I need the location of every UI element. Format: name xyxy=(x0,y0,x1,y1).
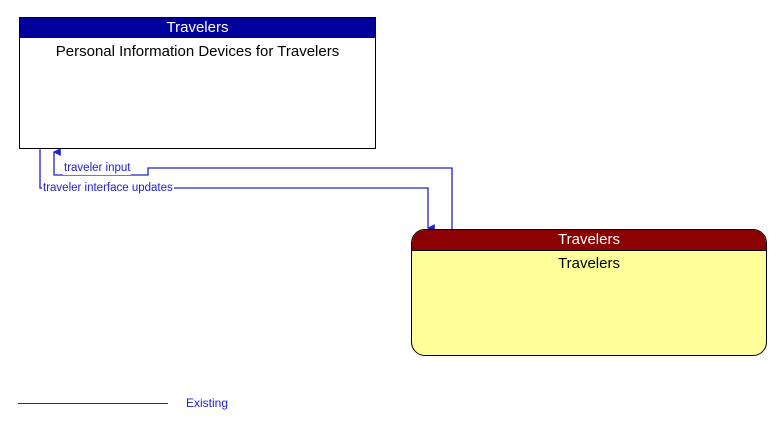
node-travelers[interactable]: Travelers Travelers xyxy=(411,229,767,356)
flow-line-traveler-interface-updates xyxy=(39,149,435,232)
flow-label-traveler-interface-updates[interactable]: traveler interface updates xyxy=(42,182,174,195)
node-personal-information-devices-for-travelers[interactable]: Travelers Personal Information Devices f… xyxy=(19,17,376,149)
legend-label-existing: Existing xyxy=(186,396,229,410)
node-title-label: Personal Information Devices for Travele… xyxy=(55,43,340,60)
flow-label-traveler-input[interactable]: traveler input xyxy=(63,162,132,175)
node-header-label: Travelers xyxy=(20,18,375,38)
legend: Existing xyxy=(18,395,278,413)
flow-line-traveler-input xyxy=(52,148,453,230)
legend-line-existing xyxy=(18,403,168,404)
node-title-label: Travelers xyxy=(558,255,620,272)
node-header-label: Travelers xyxy=(412,230,766,251)
